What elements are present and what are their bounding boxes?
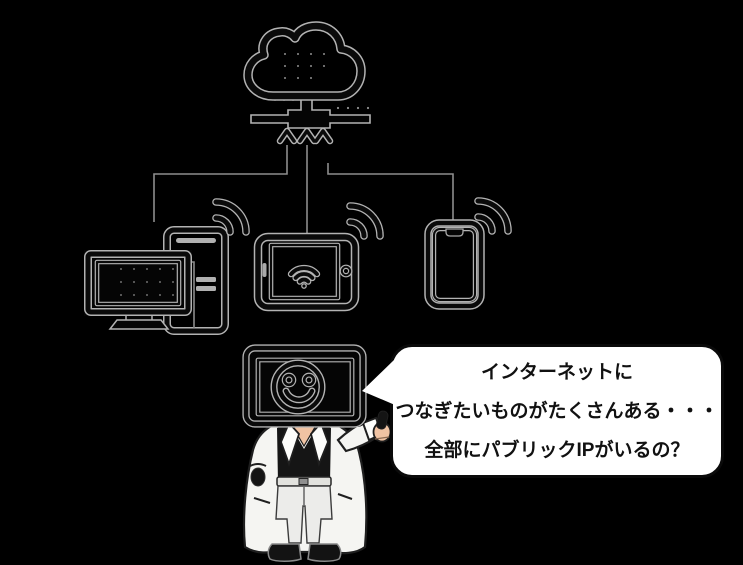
monitor-head (243, 345, 367, 427)
desktop-pc-icon (84, 230, 225, 331)
connection-lines (153, 145, 454, 237)
coat-pockets (253, 493, 353, 504)
coat-lapel-right (310, 421, 329, 467)
left-hand (250, 467, 266, 487)
tablet-wifi-signal-icon (350, 206, 380, 236)
speech-bubble-line: 全部にパブリックIPがいるの？ (424, 439, 690, 461)
shoe-left (267, 543, 302, 562)
cloud-dots (284, 53, 325, 79)
phone-notch (445, 228, 464, 237)
doctor-character (242, 410, 392, 562)
wifi-icon (291, 268, 317, 289)
shoe-right (307, 543, 342, 562)
coat-lapel-left (280, 421, 301, 467)
speech-bubble: インターネットに つなぎたいものがたくさんある・・・ 全部にパブリックIPがいる… (362, 344, 724, 478)
speech-bubble-tail (362, 359, 395, 405)
pants (275, 485, 333, 544)
tablet-icon (258, 237, 355, 307)
smartphone-icon (428, 223, 481, 306)
speech-bubble-line: つなぎたいものがたくさんある・・・ (395, 400, 719, 422)
screen-dots (120, 268, 174, 296)
thumb-up (376, 410, 389, 430)
router-icon (250, 95, 371, 129)
speech-bubble-line: インターネットに (480, 361, 633, 383)
upload-arrows-icon (280, 131, 330, 141)
belt-buckle (298, 478, 309, 485)
cloud-icon (248, 26, 361, 96)
